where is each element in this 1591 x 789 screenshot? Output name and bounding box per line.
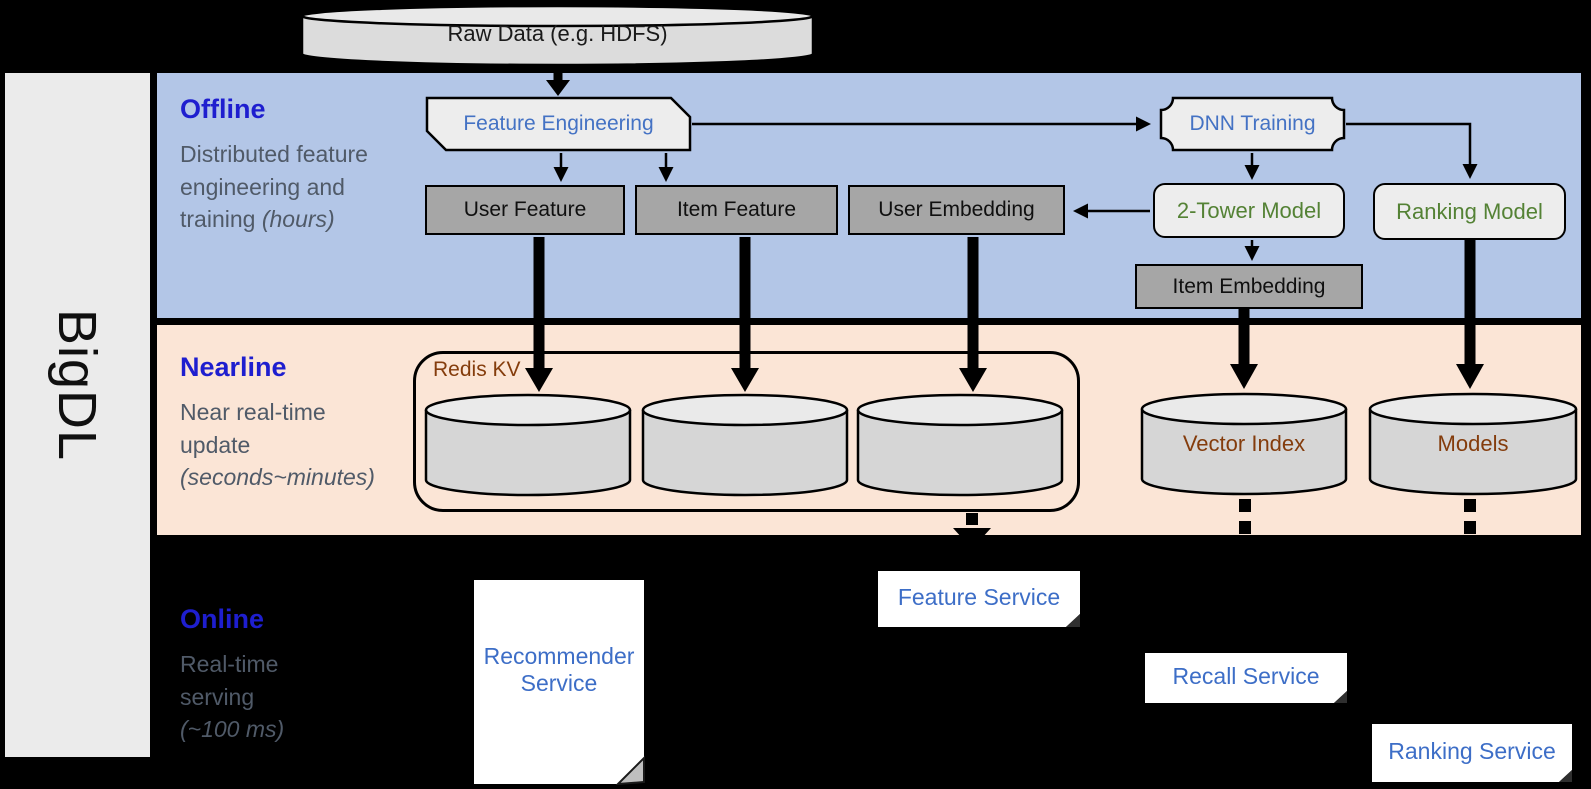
feature-engineering-shape bbox=[425, 96, 692, 152]
node-user-feature: User Feature bbox=[425, 185, 625, 235]
vector-index-cylinder bbox=[1140, 392, 1348, 496]
node-feature-service: Feature Service bbox=[897, 583, 1061, 610]
offline-title: Offline bbox=[180, 94, 266, 124]
models-cylinder bbox=[1368, 392, 1578, 496]
node-item-feature: Item Feature bbox=[635, 185, 838, 235]
kv-store-cylinder-2 bbox=[641, 393, 849, 497]
dnn-training-shape bbox=[1159, 96, 1346, 152]
node-item-embedding: Item Embedding bbox=[1135, 264, 1363, 309]
redis-kv-label: Redis KV bbox=[433, 358, 521, 381]
node-ranking-model: Ranking Model bbox=[1373, 183, 1566, 240]
recall-service-card bbox=[1145, 653, 1347, 703]
ranking-service-card bbox=[1372, 724, 1572, 782]
feature-service-card bbox=[878, 571, 1080, 627]
online-description: Real-time serving (~100 ms) bbox=[180, 651, 285, 743]
node-ranking-service: Ranking Service bbox=[1388, 737, 1556, 764]
bigdl-sidebar: BigDL bbox=[5, 73, 150, 757]
node-feature-engineering: Feature Engineering bbox=[463, 112, 654, 135]
online-title: Online bbox=[180, 604, 265, 634]
nearline-description: Near real-time update (seconds~minutes) bbox=[180, 399, 375, 491]
edge-dnn-training-to-ranking-model bbox=[1346, 122, 1478, 179]
recommender-service-document bbox=[474, 580, 645, 785]
raw-data-label: Raw Data (e.g. HDFS) bbox=[447, 21, 668, 46]
edge-item-feature-to-redis-kv bbox=[731, 237, 759, 392]
edge-user-feature-to-redis-kv bbox=[525, 237, 553, 392]
nearline-title: Nearline bbox=[180, 352, 287, 382]
node-dnn-training: DNN Training bbox=[1189, 112, 1316, 135]
node-recall-service: Recall Service bbox=[1172, 662, 1320, 689]
node-models: Models bbox=[1437, 431, 1509, 456]
node-recommender-service: Recommender Service bbox=[483, 643, 635, 696]
raw-data-cylinder-icon bbox=[300, 4, 815, 66]
edge-ranking-model-to-models bbox=[1456, 240, 1484, 389]
nearline-caption: Nearline Near real-time update (seconds~… bbox=[180, 352, 385, 494]
edge-user-embedding-to-redis-kv bbox=[959, 237, 987, 392]
edge-redis-kv-to-feature-service bbox=[953, 513, 991, 549]
online-caption: Online Real-time serving (~100 ms) bbox=[180, 604, 315, 746]
offline-caption: Offline Distributed feature engineering … bbox=[180, 94, 380, 236]
offline-description: Distributed feature engineering and trai… bbox=[180, 141, 368, 233]
node-vector-index: Vector Index bbox=[1182, 431, 1306, 456]
kv-store-cylinder-3 bbox=[856, 393, 1064, 497]
edge-item-embedding-to-vector-index bbox=[1230, 306, 1258, 389]
node-two-tower-model: 2-Tower Model bbox=[1153, 183, 1345, 238]
node-user-embedding: User Embedding bbox=[848, 185, 1065, 235]
kv-store-cylinder-1 bbox=[424, 393, 632, 497]
edge-raw-data-to-feature-engineering bbox=[546, 64, 570, 96]
